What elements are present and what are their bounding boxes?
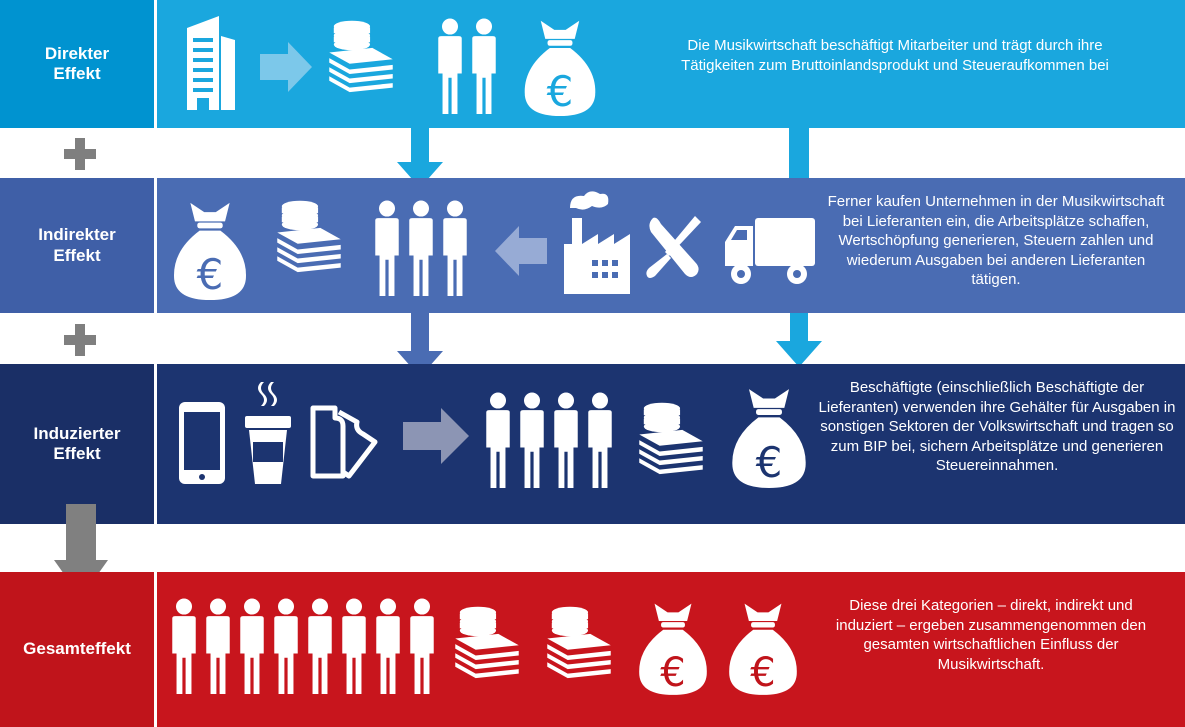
row-content-direct: € Die Musikwirtschaft beschäftigt Mitarb… [157, 0, 1185, 128]
row-total-effect: Gesamteffekt € € Diese drei Kategorien –… [0, 572, 1185, 727]
people-icon [172, 598, 434, 694]
money-bag-icon: € [174, 202, 246, 300]
money-stack-icon [329, 20, 393, 93]
people-icon [438, 18, 496, 114]
row-content-induced: € Beschäftigte (einschließlich Beschäfti… [157, 364, 1185, 524]
people-icon [375, 200, 467, 296]
phone-icon [179, 402, 225, 484]
truck-icon [725, 218, 815, 284]
plus-operator-2 [62, 322, 98, 358]
ticket-icon [310, 405, 378, 479]
money-bag-icon: € [639, 603, 707, 696]
svg-text:€: € [750, 650, 775, 696]
factory-icon [564, 191, 630, 294]
svg-text:€: € [547, 67, 574, 116]
money-stack-icon [277, 200, 341, 273]
people-icon [486, 392, 612, 488]
money-bag-icon: € [729, 603, 797, 696]
tools-icon [646, 216, 701, 278]
coffee-cup-icon [245, 382, 291, 484]
money-stack-icon [639, 402, 703, 475]
money-stack-icon [455, 606, 519, 679]
description-direct: Die Musikwirtschaft beschäftigt Mitarbei… [681, 37, 1109, 74]
arrow-down-icon [776, 313, 822, 367]
plus-operator-1 [62, 136, 98, 172]
description-indirect: Ferner kaufen Unternehmen in der Musikwi… [827, 193, 1165, 288]
row-content-total: € € Diese drei Kategorien – direkt, indi… [157, 572, 1185, 727]
svg-text:€: € [197, 250, 224, 299]
building-icon [187, 16, 235, 110]
row-content-indirect: € [157, 178, 1185, 313]
money-bag-icon: € [524, 20, 596, 116]
money-bag-icon: € [732, 389, 806, 488]
money-stack-icon [547, 606, 611, 679]
arrow-right-icon [403, 408, 469, 464]
row-label-total: Gesamteffekt [0, 572, 154, 727]
connector-bar [789, 128, 809, 178]
arrow-left-icon [495, 226, 547, 276]
arrow-right-icon [260, 42, 312, 92]
description-total: Diese drei Kategorien – direkt, indirekt… [835, 597, 1147, 673]
arrow-down-icon [397, 128, 443, 188]
svg-text:€: € [660, 650, 685, 696]
arrow-down-icon [397, 313, 443, 377]
description-induced: Beschäftigte (einschließlich Beschäftigt… [818, 379, 1176, 474]
svg-text:€: € [756, 438, 783, 487]
